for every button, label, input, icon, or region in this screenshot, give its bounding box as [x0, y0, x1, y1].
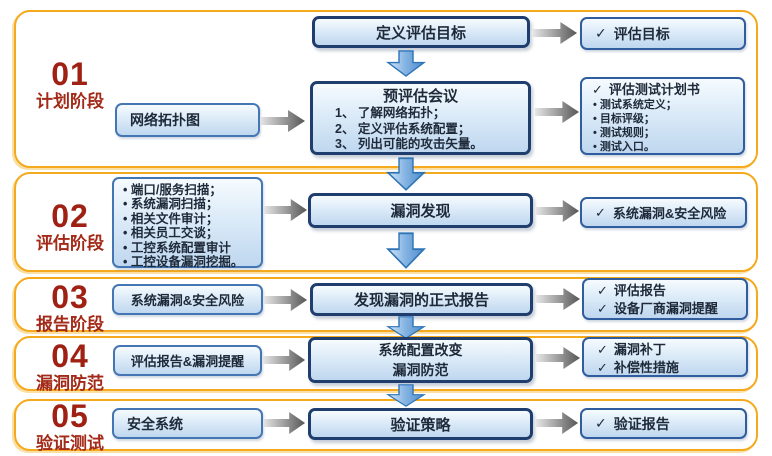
check-icon: ✓	[592, 82, 603, 97]
output-patch-item: 补偿性措施	[613, 360, 679, 375]
arrow-right-icon	[535, 99, 580, 125]
phase-4-number: 04	[51, 338, 89, 374]
phase-1-number: 01	[51, 56, 89, 92]
arrow-down-icon	[385, 232, 427, 269]
assessment-task-item: • 相关文件审计；	[123, 211, 219, 226]
phase-2-name: 评估阶段	[36, 234, 104, 253]
arrow-right-icon	[264, 287, 308, 313]
arrow-right-icon	[533, 20, 578, 46]
network-topology-box: 网络拓扑图	[115, 103, 260, 137]
phase-4: 04 漏洞防范	[25, 340, 115, 392]
phase-2: 02 评估阶段	[25, 200, 115, 252]
security-system-box: 安全系统	[112, 408, 263, 439]
arrow-down-icon	[385, 50, 427, 77]
output-patch-box: ✓ 漏洞补丁 ✓ 补偿性措施	[582, 337, 748, 377]
network-topology-label: 网络拓扑图	[130, 112, 200, 128]
phase-3-number: 03	[51, 279, 89, 315]
meeting-item: 1、 了解网络拓扑；	[335, 106, 446, 120]
test-plan-item: • 测试系统定义；	[593, 99, 677, 111]
check-icon: ✓	[595, 415, 607, 431]
verification-strategy-box: 验证策略	[308, 408, 533, 440]
arrow-down-icon	[385, 157, 427, 191]
arrow-right-icon	[263, 347, 306, 373]
assessment-task-item: • 工控设备漏洞挖掘。	[123, 255, 244, 270]
phase-3: 03 报告阶段	[25, 281, 115, 333]
meeting-item: 2、 定义评估系统配置；	[335, 121, 471, 136]
vulnerability-discovery-box: 漏洞发现	[308, 193, 533, 228]
test-plan-item: • 测试规则；	[593, 127, 655, 139]
output-verification-report-label: 验证报告	[613, 415, 670, 432]
define-goal-box: 定义评估目标	[312, 16, 530, 48]
arrow-right-icon	[536, 410, 579, 436]
report-reminder-input-box: 评估报告&漏洞提醒	[113, 345, 262, 376]
define-goal-label: 定义评估目标	[375, 24, 466, 42]
check-icon: ✓	[597, 360, 608, 375]
test-plan-item: • 目标评级；	[593, 113, 655, 125]
output-report-box: ✓ 评估报告 ✓ 设备厂商漏洞提醒	[582, 278, 748, 320]
check-icon: ✓	[597, 342, 608, 357]
risk-input-label: 系统漏洞&安全风险	[130, 293, 245, 308]
output-goal-box: ✓ 评估目标	[580, 17, 746, 50]
output-report-item: 设备厂商漏洞提醒	[613, 301, 718, 316]
arrow-down-icon	[385, 384, 427, 407]
test-plan-title: 评估测试计划书	[608, 82, 700, 97]
check-icon: ✓	[595, 204, 606, 220]
arrow-right-icon	[536, 286, 581, 312]
formal-report-label: 发现漏洞的正式报告	[353, 292, 489, 309]
phase-1-name: 计划阶段	[36, 92, 104, 111]
check-icon: ✓	[597, 283, 608, 298]
risk-input-box: 系统漏洞&安全风险	[112, 284, 263, 315]
arrow-down-icon	[385, 316, 427, 339]
phase-2-number: 02	[51, 198, 89, 234]
pre-assessment-meeting-box: 预评估会议 1、 了解网络拓扑； 2、 定义评估系统配置； 3、 列出可能的攻击…	[310, 81, 531, 155]
output-verification-report-box: ✓ 验证报告	[580, 408, 747, 439]
test-plan-item: • 测试入口。	[593, 141, 655, 153]
phase-3-name: 报告阶段	[36, 315, 104, 334]
check-icon: ✓	[597, 301, 608, 316]
phase-1: 01 计划阶段	[25, 58, 115, 110]
phase-5: 05 验证测试	[25, 400, 115, 452]
phase-5-number: 05	[51, 398, 89, 434]
assessment-task-item: • 工控系统配置审计	[123, 240, 231, 255]
arrow-right-icon	[260, 108, 306, 134]
config-change-box: 系统配置改变 漏洞防范	[308, 337, 533, 383]
assessment-task-item: • 相关员工交谈；	[123, 226, 219, 241]
verification-strategy-label: 验证策略	[390, 416, 451, 434]
output-risk-label: 系统漏洞&安全风险	[612, 206, 727, 221]
vulnerability-discovery-label: 漏洞发现	[390, 203, 451, 220]
test-plan-box: ✓ 评估测试计划书 • 测试系统定义； • 目标评级； • 测试规则； • 测试…	[580, 77, 745, 155]
output-report-item: 评估报告	[613, 283, 666, 298]
meeting-item: 3、 列出可能的攻击矢量。	[335, 137, 483, 151]
arrow-right-icon	[263, 410, 306, 436]
phase-5-name: 验证测试	[36, 434, 104, 453]
phase-4-name: 漏洞防范	[36, 374, 104, 393]
config-change-line: 系统配置改变	[378, 342, 463, 358]
formal-report-box: 发现漏洞的正式报告	[310, 283, 533, 316]
report-reminder-input-label: 评估报告&漏洞提醒	[130, 354, 245, 369]
arrow-right-icon	[536, 345, 581, 371]
assessment-task-item: • 端口/服务扫描；	[123, 183, 222, 197]
assessment-task-item: • 系统漏洞扫描；	[123, 197, 219, 212]
output-risk-box: ✓ 系统漏洞&安全风险	[580, 197, 747, 228]
security-system-label: 安全系统	[127, 415, 183, 432]
meeting-title: 预评估会议	[382, 88, 458, 105]
config-change-line: 漏洞防范	[392, 362, 449, 378]
check-icon: ✓	[595, 25, 607, 41]
output-patch-item: 漏洞补丁	[613, 342, 666, 357]
assessment-tasks-box: • 端口/服务扫描； • 系统漏洞扫描； • 相关文件审计； • 相关员工交谈；…	[112, 177, 263, 270]
output-goal-label: 评估目标	[613, 25, 670, 42]
arrow-right-icon	[536, 198, 580, 224]
arrow-right-icon	[264, 197, 308, 223]
